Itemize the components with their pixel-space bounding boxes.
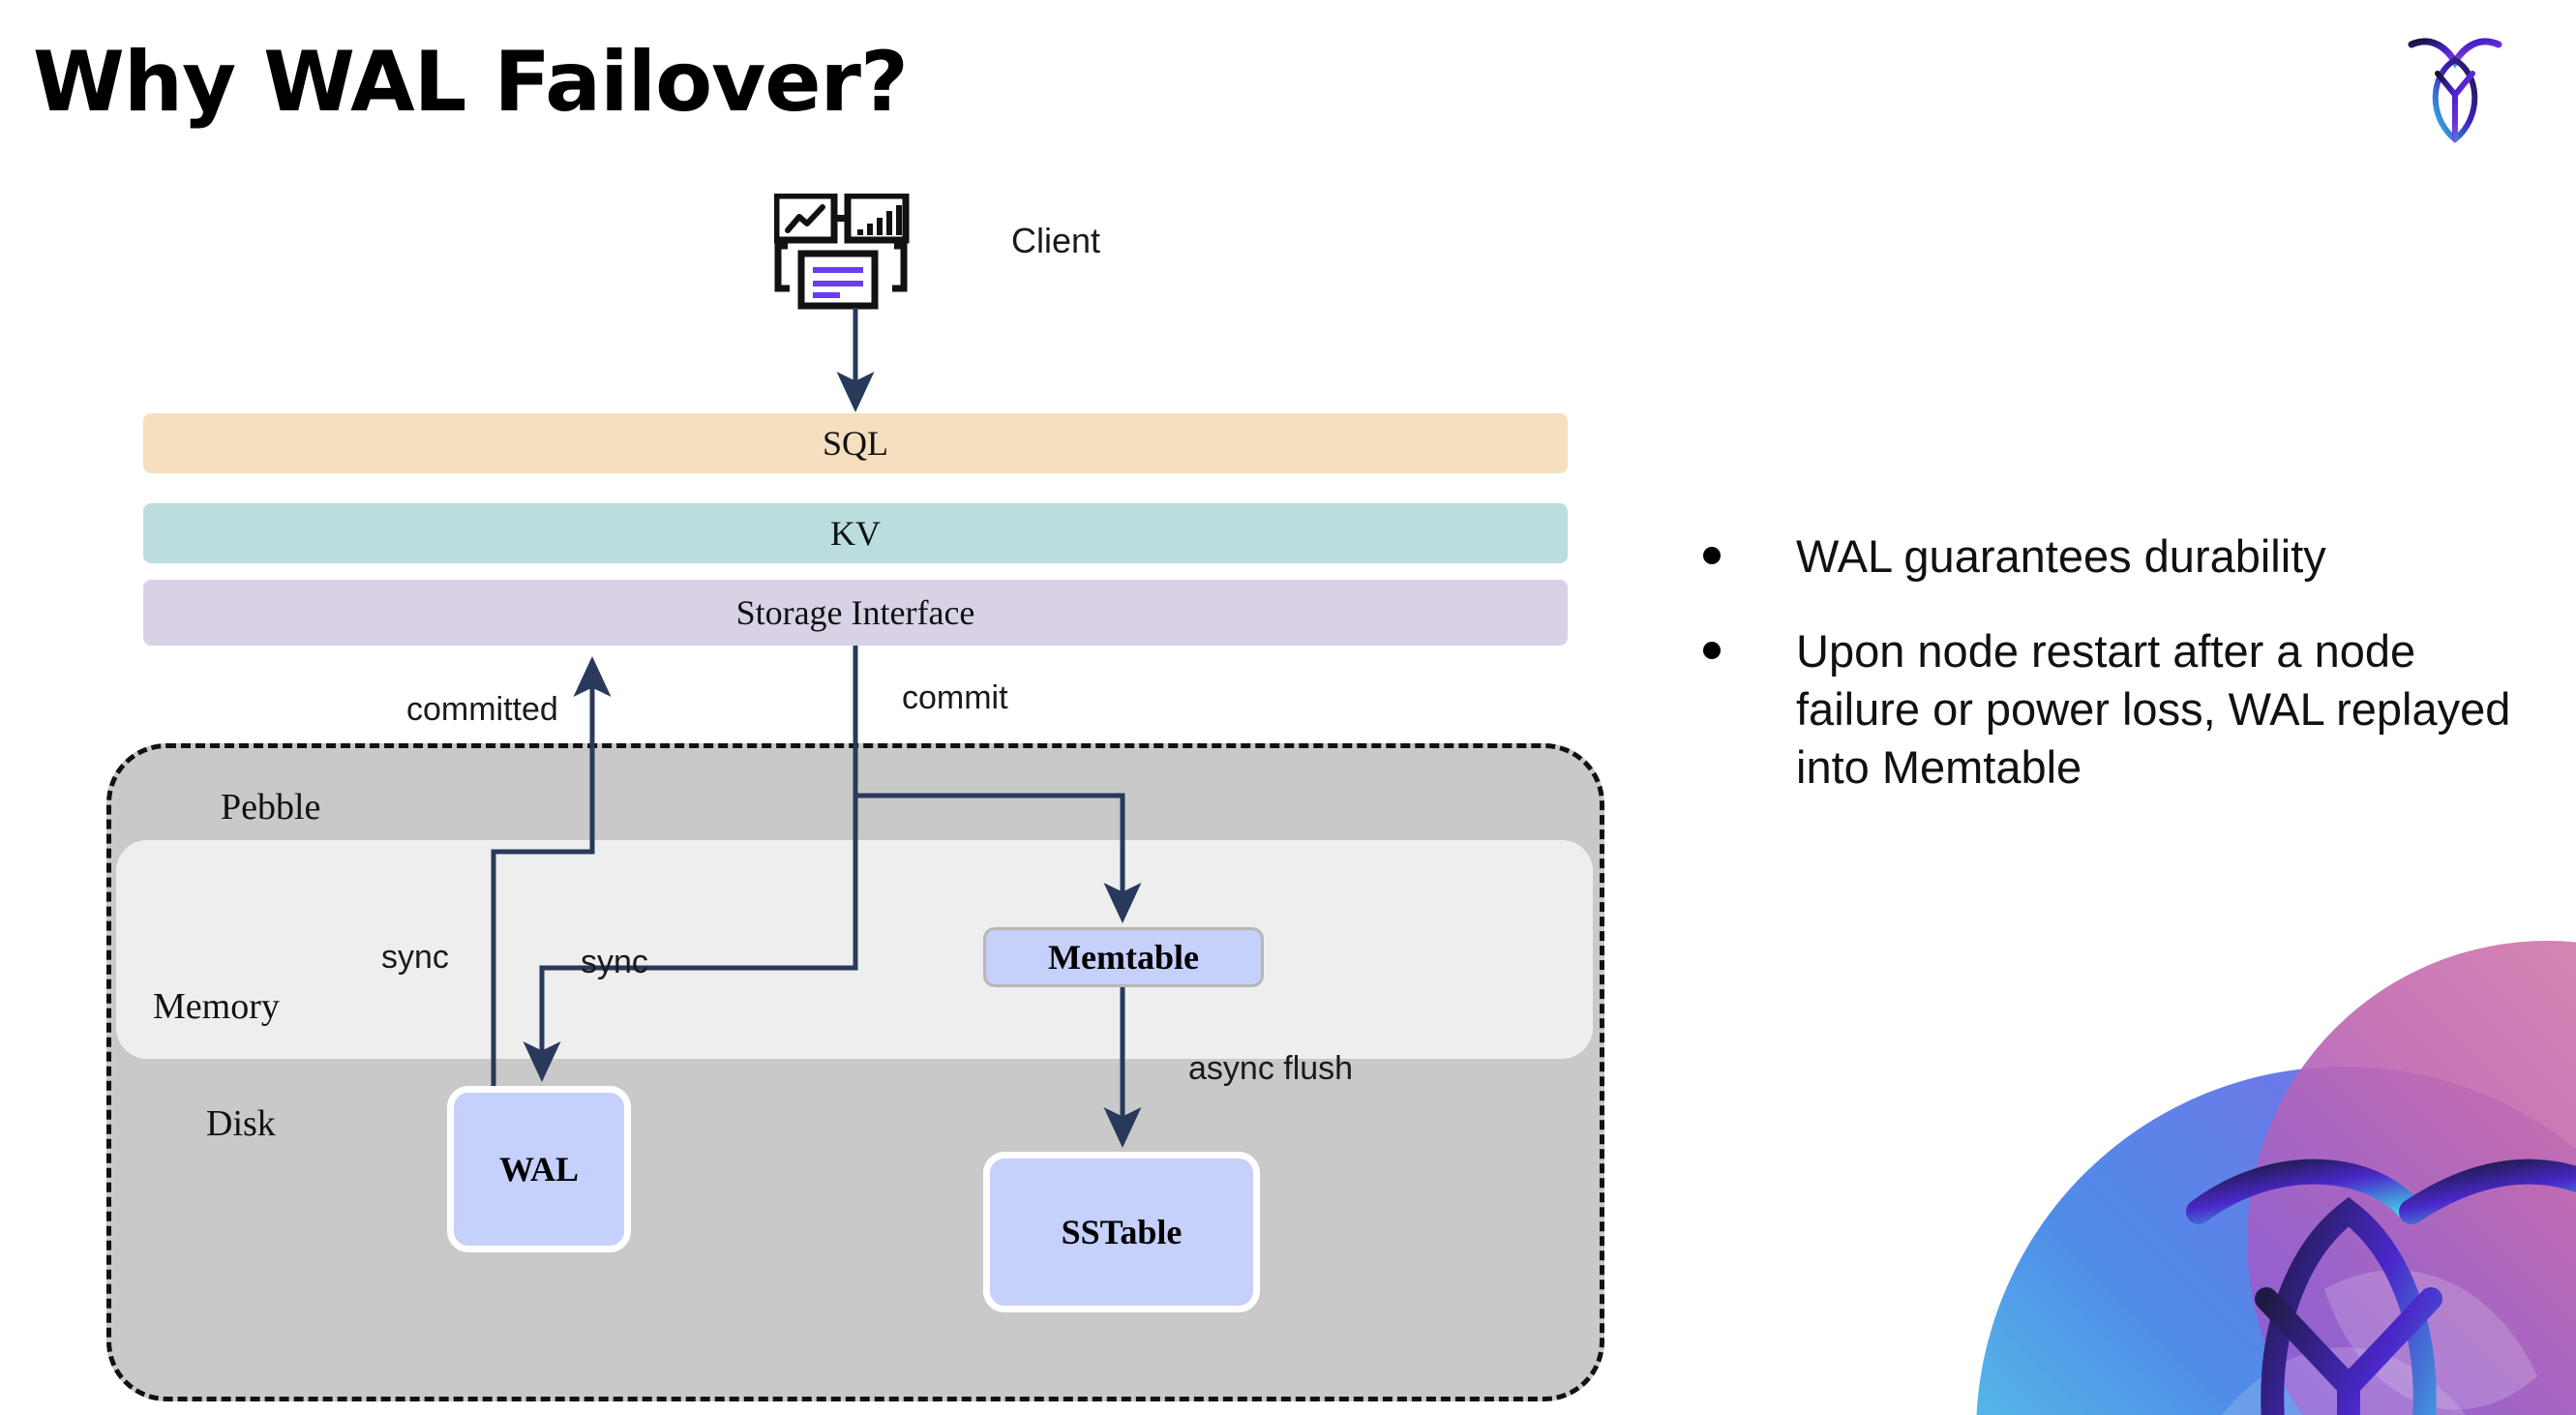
list-item: WAL guarantees durability: [1703, 527, 2535, 586]
layer-label-storage-interface: Storage Interface: [735, 593, 975, 632]
page-title: Why WAL Failover?: [33, 34, 909, 131]
bullet-dot-icon: [1703, 642, 1721, 660]
cockroachdb-gradient-artwork: [1957, 921, 2576, 1415]
bullet-dot-icon: [1703, 547, 1721, 564]
layer-bar-kv: KV: [143, 503, 1568, 563]
disk-label: Disk: [206, 1103, 276, 1144]
client-dashboard-icon: [772, 192, 929, 310]
bullet-list: WAL guarantees durability Upon node rest…: [1703, 527, 2535, 834]
node-label-sstable: SSTable: [1061, 1213, 1183, 1251]
pebble-label: Pebble: [221, 787, 321, 828]
edge-label-committed: committed: [406, 691, 558, 728]
bullet-text: Upon node restart after a node failure o…: [1796, 625, 2511, 794]
bullet-text: WAL guarantees durability: [1796, 530, 2326, 582]
edge-label-sync-left: sync: [381, 939, 449, 976]
node-label-wal: WAL: [498, 1150, 580, 1189]
edge-label-async-flush: async flush: [1188, 1050, 1354, 1087]
layer-label-sql: SQL: [822, 424, 888, 463]
layer-bar-sql: SQL: [143, 413, 1568, 473]
edge-label-sync-right: sync: [581, 944, 648, 980]
memory-label: Memory: [153, 986, 280, 1027]
edge-label-commit: commit: [902, 679, 1008, 716]
layer-label-kv: KV: [830, 514, 881, 553]
client-label: Client: [1011, 221, 1101, 260]
node-wal: WAL: [447, 1086, 631, 1252]
node-memtable: Memtable: [983, 927, 1264, 987]
node-label-memtable: Memtable: [1048, 938, 1199, 977]
layer-bar-storage-interface: Storage Interface: [143, 580, 1568, 646]
list-item: Upon node restart after a node failure o…: [1703, 622, 2535, 797]
memory-region: [116, 840, 1593, 1059]
cockroachdb-logo: [2402, 31, 2508, 147]
node-sstable: SSTable: [983, 1152, 1260, 1312]
